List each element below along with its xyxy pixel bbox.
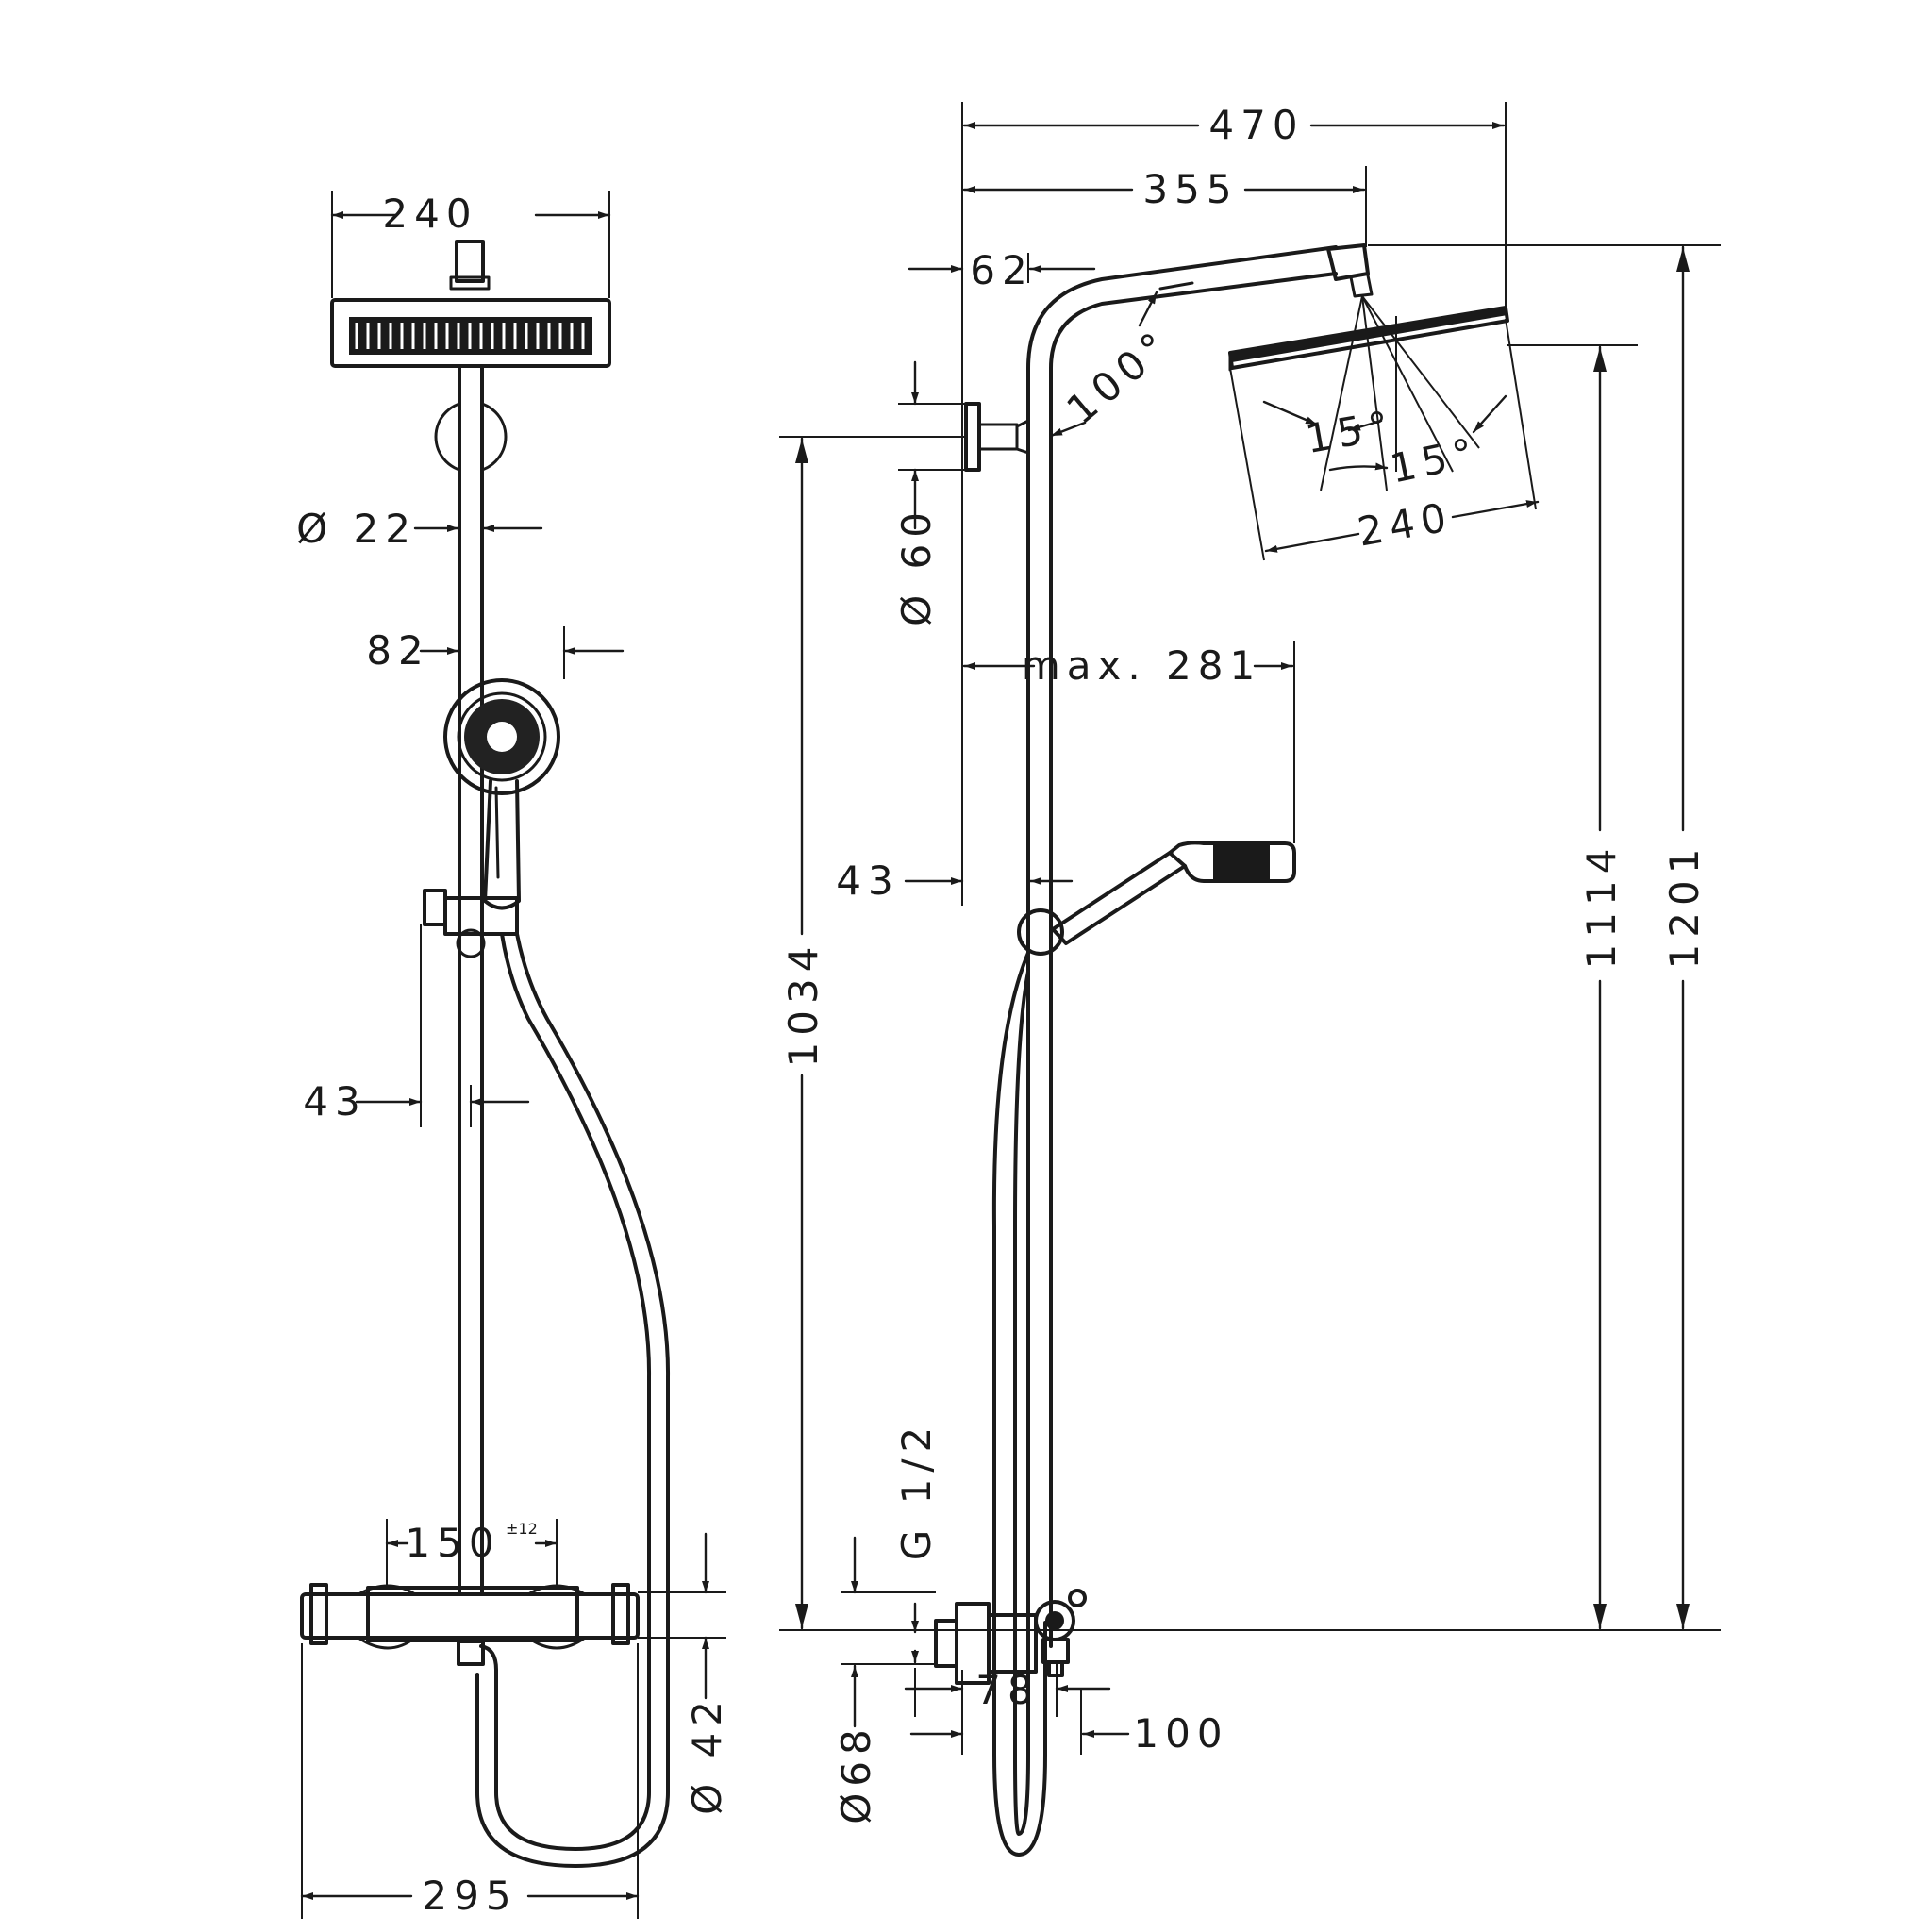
overhead-shower-front — [330, 240, 611, 368]
side-view: 470 355 62 100° 15° 15° 24 — [779, 102, 1721, 1857]
side-dims: 470 355 62 100° 15° 15° 24 — [779, 102, 1721, 1824]
dim-handshower-reach: max. 281 — [1022, 642, 1261, 689]
dim-wall-offset-top: 62 — [970, 247, 1033, 293]
dim-valve-dia: Ø 42 — [684, 1694, 730, 1815]
thermostat-front — [300, 1583, 640, 1666]
dim-valve-depth: 78 — [975, 1667, 1039, 1713]
hand-shower-front — [423, 678, 560, 958]
dim-pipe-dia: Ø 22 — [296, 506, 417, 552]
dim-arm-angle: 100° — [1058, 320, 1180, 434]
hand-shower-side — [1017, 841, 1296, 956]
dim-total-height: 1201 — [1661, 842, 1707, 970]
hose-front — [475, 932, 671, 1868]
riser-pipe-front — [434, 364, 508, 1596]
wall-bracket-side — [964, 402, 1030, 472]
dim-arm-projection: 355 — [1142, 166, 1238, 212]
overhead-shower-side — [1228, 306, 1509, 372]
dim-total-width: 295 — [422, 1873, 517, 1919]
dim-spray-angle-b: 15° — [1386, 428, 1484, 492]
hose-side — [991, 951, 1047, 1857]
thermostat-side — [934, 1589, 1087, 1685]
nozzle-grid — [355, 323, 585, 349]
dim-pipe-offset-side: 43 — [836, 858, 899, 904]
dim-overall-projection: 470 — [1208, 102, 1304, 148]
dim-connection-tolerance: ±12 — [506, 1520, 538, 1538]
dim-valve-projection: 100 — [1133, 1710, 1228, 1757]
dim-holder-offset: 43 — [303, 1078, 366, 1124]
spray-cone — [1229, 295, 1537, 561]
riser-and-arm-side — [1026, 243, 1374, 1648]
dim-escutcheon-dia: Ø68 — [833, 1723, 879, 1824]
dim-bracket-height: 1034 — [780, 941, 826, 1068]
front-view: 240 Ø 22 82 43 150 ±12 — [296, 191, 730, 1919]
dim-bracket-dia: Ø 60 — [893, 506, 940, 626]
dim-head-diameter: 240 — [1354, 493, 1456, 556]
dim-head-width-front: 240 — [382, 191, 477, 237]
dim-head-height: 1114 — [1578, 842, 1624, 970]
dim-spray-angle-a: 15° — [1302, 401, 1399, 462]
dim-connection-spacing: 150 — [405, 1520, 500, 1566]
front-dims: 240 Ø 22 82 43 150 ±12 — [296, 191, 730, 1919]
dim-handshower-offset: 82 — [366, 627, 429, 674]
dim-thread: G 1/2 — [893, 1421, 940, 1561]
